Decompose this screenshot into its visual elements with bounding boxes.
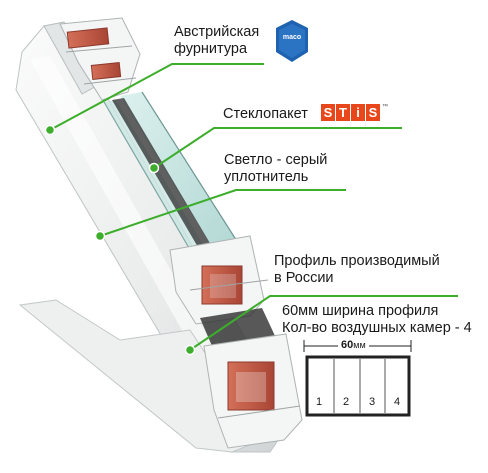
profile-label-line1: Профиль производимый bbox=[274, 253, 440, 269]
pointer-hardware bbox=[49, 63, 264, 131]
stis-letter: S bbox=[366, 104, 380, 121]
chamber-number: 1 bbox=[316, 396, 323, 408]
pointer-glass bbox=[153, 127, 402, 169]
seal-label-line2: уплотнитель bbox=[224, 169, 309, 185]
stis-letter: i bbox=[351, 104, 365, 121]
pointer-seal bbox=[99, 189, 346, 237]
glass-unit-label: Стеклопакет bbox=[223, 106, 308, 122]
width-unit: мм bbox=[353, 340, 366, 350]
glass-unit bbox=[103, 91, 241, 261]
lower-profile-blocks bbox=[169, 235, 303, 449]
seal-label-line1: Светло - серый bbox=[224, 152, 328, 168]
stis-letter: S bbox=[321, 104, 335, 121]
chambers-label: Кол-во воздушных камер - 4 bbox=[282, 320, 472, 336]
width-label: 60мм ширина профиля bbox=[282, 303, 439, 319]
hardware-label-line1: Австрийская bbox=[174, 24, 260, 40]
chambers-legend-box bbox=[303, 340, 412, 417]
width-value: 60 bbox=[341, 339, 354, 351]
width-dimension: 60мм bbox=[338, 338, 369, 352]
maco-logo-text: maco bbox=[282, 34, 302, 41]
chamber-number: 3 bbox=[369, 396, 376, 408]
pointer-dots bbox=[44, 124, 196, 356]
stis-trademark: ™ bbox=[382, 104, 388, 110]
chamber-number: 4 bbox=[394, 396, 401, 408]
hardware-label-line2: фурнитура bbox=[174, 41, 248, 57]
pointer-lines bbox=[49, 63, 458, 351]
chamber-number: 2 bbox=[343, 396, 350, 408]
stis-logo: S T i S ™ bbox=[321, 104, 388, 121]
top-sash-block bbox=[59, 17, 141, 101]
stis-letter: T bbox=[336, 104, 350, 121]
profile-label-line2: в России bbox=[274, 270, 334, 286]
pointer-profile bbox=[189, 295, 458, 351]
maco-logo-icon bbox=[276, 20, 308, 62]
